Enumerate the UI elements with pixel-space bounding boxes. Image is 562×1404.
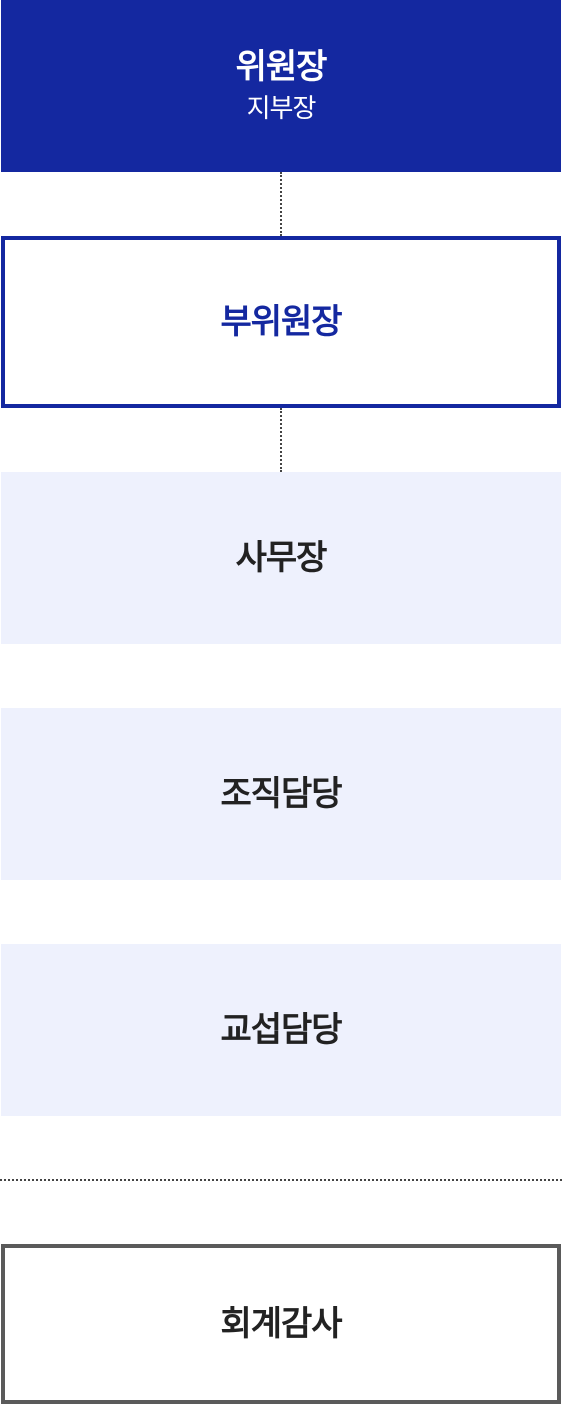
connector-vice-secretary <box>280 408 282 472</box>
chair-title: 위원장 <box>235 47 328 87</box>
vice-chair-title: 부위원장 <box>220 301 342 342</box>
separator-dotted-line <box>0 1179 562 1181</box>
audit-node: 회계감사 <box>1 1244 561 1404</box>
organization-title: 조직담당 <box>220 773 342 814</box>
negotiation-node: 교섭담당 <box>1 944 561 1116</box>
vice-chair-node: 부위원장 <box>1 236 561 408</box>
chair-subtitle: 지부장 <box>246 93 317 124</box>
negotiation-title: 교섭담당 <box>220 1009 342 1050</box>
connector-chair-vice <box>280 172 282 236</box>
audit-title: 회계감사 <box>220 1303 342 1344</box>
secretary-node: 사무장 <box>1 472 561 644</box>
organization-node: 조직담당 <box>1 708 561 880</box>
chair-node: 위원장 지부장 <box>1 0 561 172</box>
secretary-title: 사무장 <box>235 537 328 578</box>
